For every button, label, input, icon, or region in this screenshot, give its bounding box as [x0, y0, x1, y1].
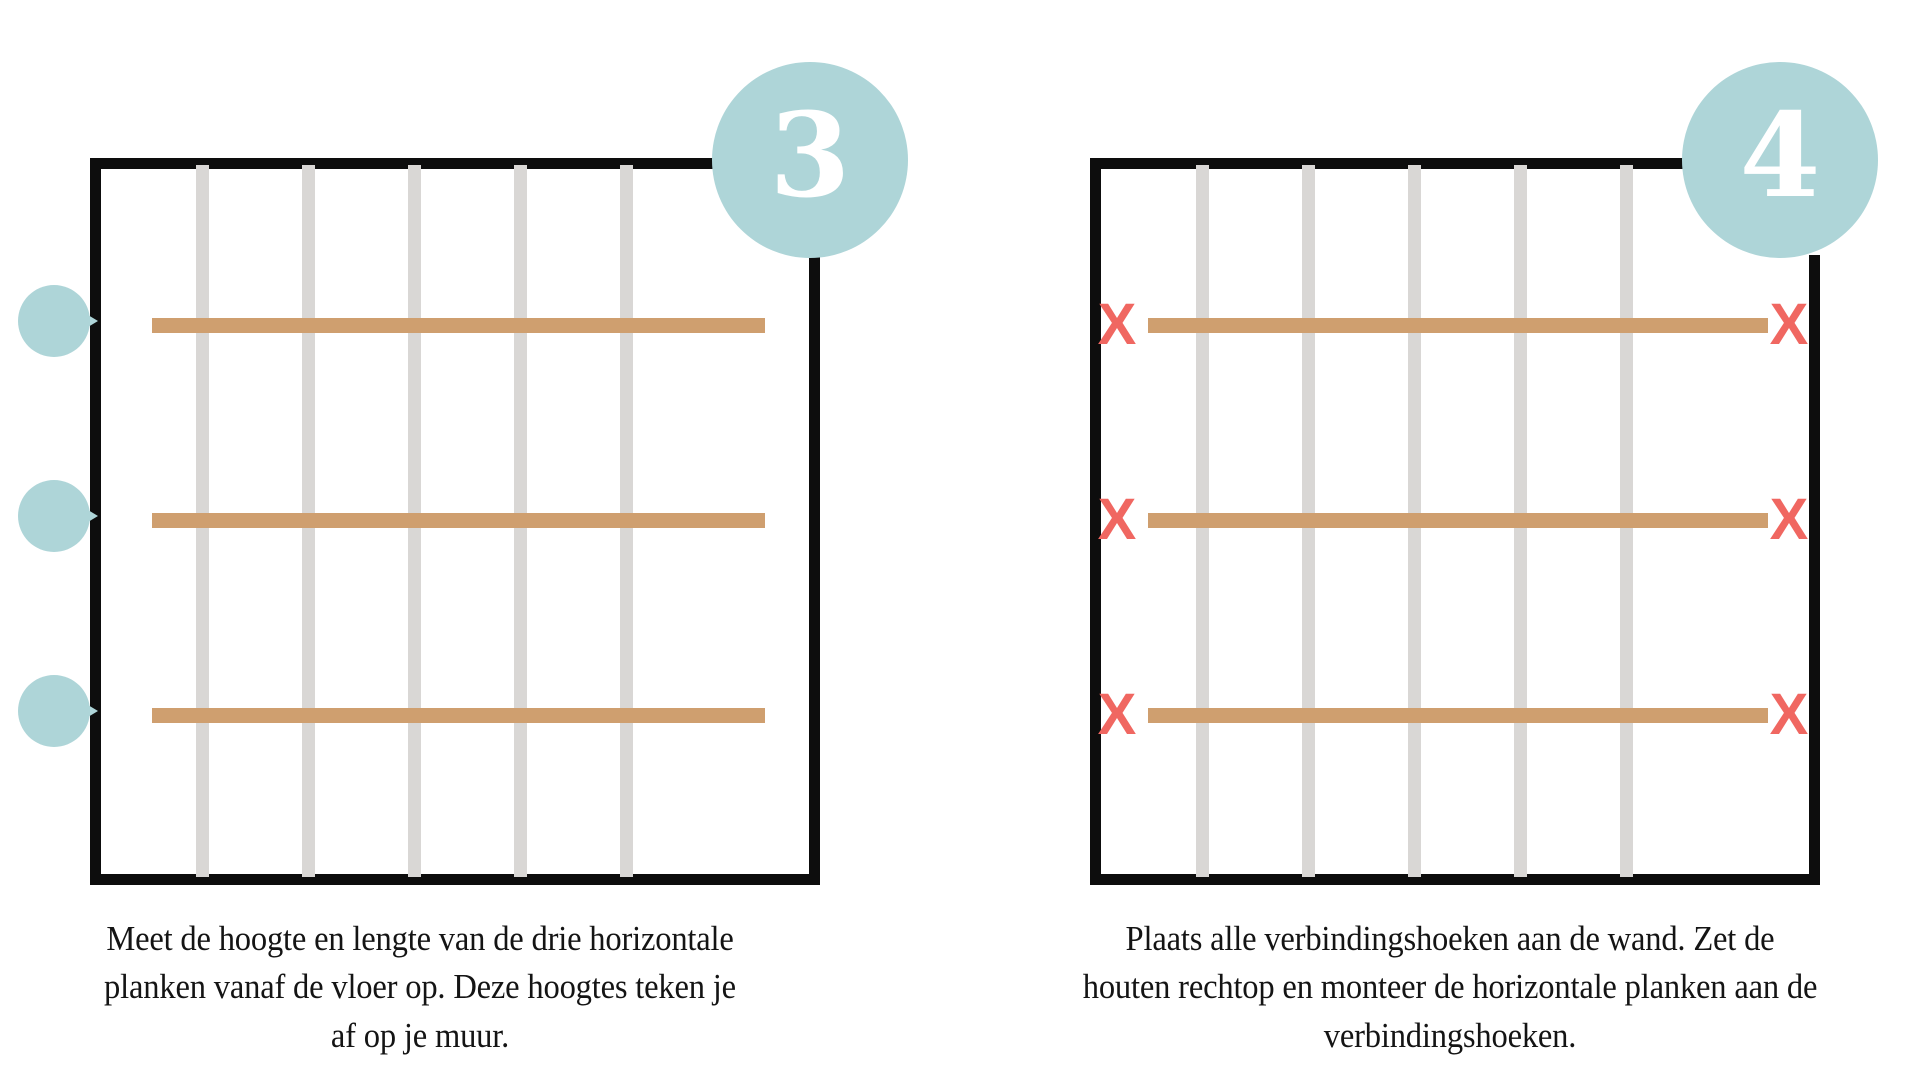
horizontal-plank — [152, 318, 765, 333]
horizontal-plank — [1148, 318, 1768, 333]
wall-bottom-edge — [1090, 874, 1820, 885]
step-number-label: 3 — [769, 88, 851, 224]
wall-top-edge — [1090, 158, 1820, 169]
step-number-badge-3: 3 — [712, 62, 908, 258]
measurement-pin-icon — [18, 480, 98, 560]
bracket-x-icon: X — [1097, 487, 1137, 552]
step-number-badge-4: 4 — [1682, 62, 1878, 258]
wall-right-edge — [809, 255, 820, 885]
pin-tip — [68, 693, 98, 729]
step-3-panel: 3 Meet de hoogte en lengte van de drie h… — [0, 0, 908, 1080]
wall-left-edge — [1090, 158, 1101, 885]
step-number-label: 4 — [1739, 88, 1821, 224]
bracket-x-icon: X — [1097, 292, 1137, 357]
pin-tip — [68, 303, 98, 339]
step-4-panel: X X X X X X 4 Plaats alle verbindingshoe… — [1000, 0, 1920, 1080]
pin-tip — [68, 498, 98, 534]
horizontal-plank — [152, 708, 765, 723]
horizontal-plank — [152, 513, 765, 528]
wall-bottom-edge — [90, 874, 820, 885]
measurement-pin-icon — [18, 675, 98, 755]
step-4-caption: Plaats alle verbindingshoeken aan de wan… — [1082, 919, 1818, 1055]
step-3-caption: Meet de hoogte en lengte van de drie hor… — [104, 919, 736, 1055]
wall-right-edge — [1809, 255, 1820, 885]
wall-top-edge — [90, 158, 820, 169]
bracket-x-icon: X — [1769, 682, 1809, 747]
measurement-pin-icon — [18, 285, 98, 365]
bracket-x-icon: X — [1769, 487, 1809, 552]
bracket-x-icon: X — [1769, 292, 1809, 357]
horizontal-plank — [1148, 708, 1768, 723]
bracket-x-icon: X — [1097, 682, 1137, 747]
horizontal-plank — [1148, 513, 1768, 528]
